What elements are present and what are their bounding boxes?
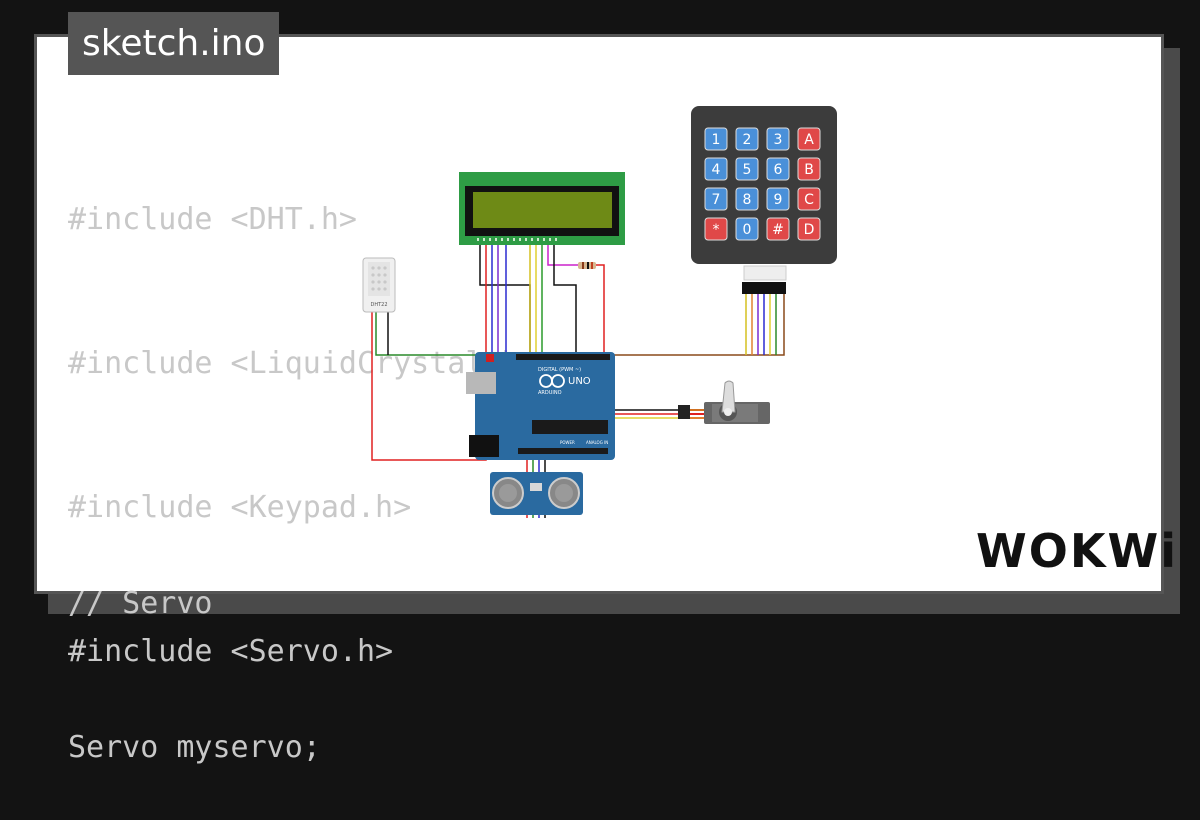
keypad-key-label: A xyxy=(804,132,814,148)
keypad-key-label: C xyxy=(804,192,814,208)
keypad-key-label: 2 xyxy=(743,132,752,148)
code-line: #include <Keypad.h> xyxy=(68,490,412,525)
arduino-brand: ARDUINO xyxy=(538,390,562,396)
power-label: POWER xyxy=(560,440,575,445)
file-tab[interactable]: sketch.ino xyxy=(68,12,280,75)
keypad-key-label: 7 xyxy=(712,192,721,208)
keypad-key-label: 1 xyxy=(712,132,721,148)
membrane-keypad: 1 2 3 A 4 5 6 B 7 8 9 C * 0 # D xyxy=(691,106,837,294)
uno-label: UNO xyxy=(568,376,591,387)
lcd-display xyxy=(459,172,625,245)
keypad-key[interactable]: 2 xyxy=(735,127,759,151)
keypad-key[interactable]: 8 xyxy=(735,187,759,211)
keypad-key[interactable]: D xyxy=(797,217,821,241)
keypad-key-label: 8 xyxy=(743,192,752,208)
keypad-key[interactable]: # xyxy=(766,217,790,241)
preview-card xyxy=(34,34,1164,594)
keypad-key[interactable]: B xyxy=(797,157,821,181)
arduino-uno-board: DIGITAL (PWM ~) UNO ARDUINO POWER ANALOG… xyxy=(466,352,615,460)
keypad-key[interactable]: 3 xyxy=(766,127,790,151)
wires xyxy=(371,240,785,518)
keypad-key[interactable]: 6 xyxy=(766,157,790,181)
keypad-key[interactable]: 7 xyxy=(704,187,728,211)
keypad-key-label: B xyxy=(804,162,814,178)
keypad-key[interactable]: 9 xyxy=(766,187,790,211)
keypad-key-label: 9 xyxy=(774,192,783,208)
keypad-key-label: 5 xyxy=(743,162,752,178)
dht22-sensor: DHT22 xyxy=(362,257,396,313)
ultrasonic-sensor xyxy=(490,472,583,515)
keypad-key-label: 4 xyxy=(712,162,721,178)
keypad-key[interactable]: 1 xyxy=(704,127,728,151)
keypad-key[interactable]: 4 xyxy=(704,157,728,181)
code-block-servo: // Servo Servo myservo; xyxy=(68,484,321,820)
keypad-key-label: 6 xyxy=(774,162,783,178)
keypad-key[interactable]: C xyxy=(797,187,821,211)
servo-motor xyxy=(678,380,770,424)
dht-label: DHT22 xyxy=(370,302,387,308)
keypad-key[interactable]: A xyxy=(797,127,821,151)
code-line: #include <DHT.h> xyxy=(68,202,357,237)
keypad-key[interactable]: 5 xyxy=(735,157,759,181)
keypad-key-label: 0 xyxy=(743,222,752,238)
wokwi-logo: WOKWi xyxy=(976,524,1178,578)
keypad-key-label: 3 xyxy=(774,132,783,148)
code-line: // Servo xyxy=(68,586,213,621)
circuit-diagram: DHT22 DIGITAL (PWM ~) UNO ARDUINO POWER … xyxy=(362,106,837,518)
keypad-key-label: * xyxy=(713,222,720,238)
digital-label: DIGITAL (PWM ~) xyxy=(538,367,581,373)
resistor xyxy=(578,262,596,269)
keypad-key-label: D xyxy=(804,222,815,238)
code-line: Servo myservo; xyxy=(68,730,321,765)
keypad-key[interactable]: 0 xyxy=(735,217,759,241)
keypad-key-label: # xyxy=(772,222,784,238)
analog-label: ANALOG IN xyxy=(586,440,608,445)
keypad-key[interactable]: * xyxy=(704,217,728,241)
